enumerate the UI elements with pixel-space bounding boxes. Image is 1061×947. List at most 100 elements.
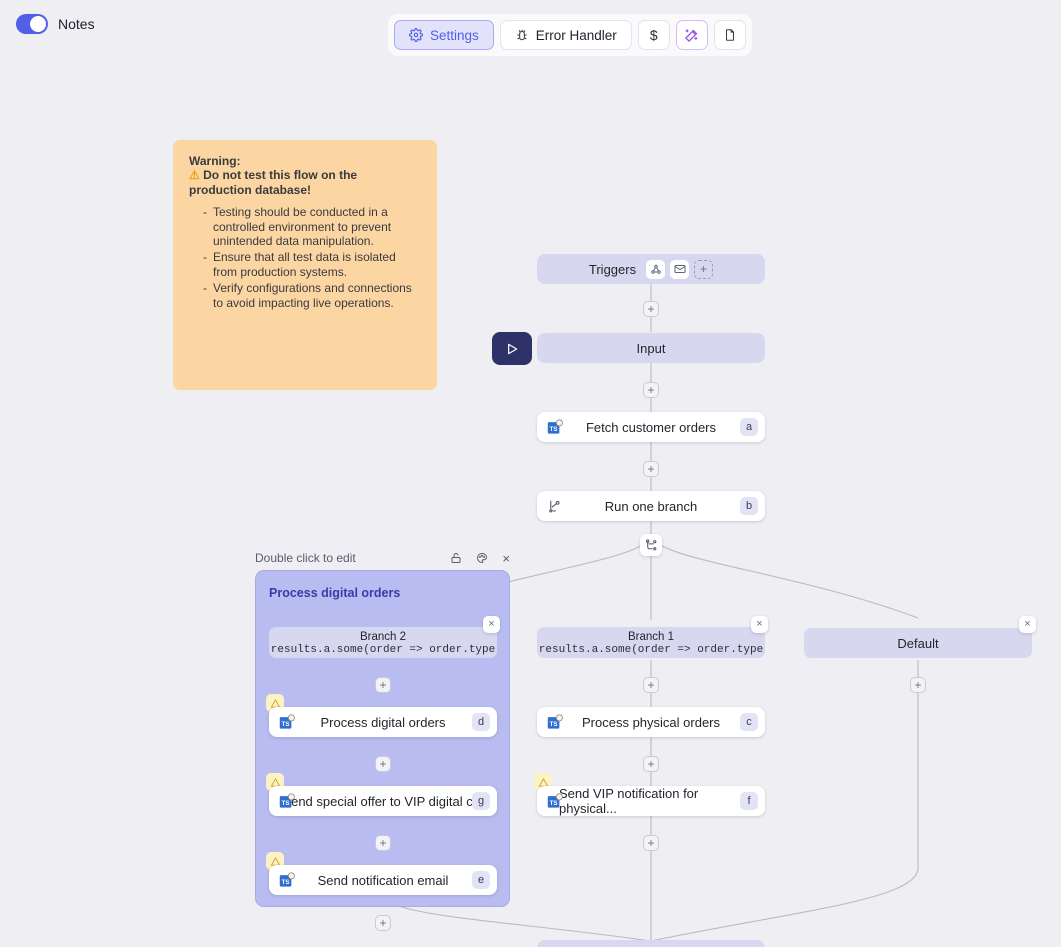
branch-node-default[interactable]: Default	[804, 628, 1032, 658]
top-toolbar: Notes Settings Erro	[0, 0, 1061, 60]
node-label: Fetch customer orders	[585, 419, 717, 435]
input-label: Input	[636, 340, 666, 356]
toggle-knob	[30, 16, 46, 32]
lock-icon[interactable]	[450, 552, 462, 564]
email-icon[interactable]	[670, 259, 690, 279]
remove-branch-button[interactable]: ×	[1019, 616, 1036, 633]
node-label: Process digital orders	[320, 714, 446, 730]
node-fetch-customer-orders[interactable]: TS Fetch customer orders a	[537, 412, 765, 442]
node-send-special-offer[interactable]: TS Send special offer to VIP digital c..…	[269, 786, 497, 816]
branch-splitter-icon[interactable]	[640, 534, 662, 556]
node-badge: b	[740, 497, 758, 515]
typescript-icon: TS	[279, 713, 296, 731]
node-bottom-partial[interactable]	[537, 940, 765, 947]
magic-wand-button[interactable]	[675, 20, 708, 50]
node-label: Send special offer to VIP digital c...	[282, 793, 484, 809]
add-node-button[interactable]: +	[643, 677, 659, 693]
settings-button[interactable]: Settings	[394, 20, 494, 50]
note-title: Warning:	[189, 154, 241, 168]
svg-text:TS: TS	[550, 720, 558, 727]
add-node-button[interactable]: +	[643, 835, 659, 851]
remove-branch-button[interactable]: ×	[751, 616, 768, 633]
add-node-button[interactable]: +	[643, 301, 659, 317]
add-node-button[interactable]: +	[643, 756, 659, 772]
node-badge: f	[740, 792, 758, 810]
input-node[interactable]: Input	[537, 333, 765, 363]
svg-text:TS: TS	[550, 425, 558, 432]
note-headline: Do not test this flow on the production …	[189, 168, 358, 197]
add-node-button[interactable]: +	[375, 677, 391, 693]
branch-expression: results.a.some(order => order.type	[270, 643, 496, 656]
list-item: Ensure that all test data is isolated fr…	[203, 250, 421, 279]
group-title: Process digital orders	[269, 586, 401, 600]
typescript-icon: TS	[547, 792, 564, 810]
node-label: Run one branch	[604, 498, 698, 514]
file-icon	[723, 28, 737, 42]
node-badge: a	[740, 418, 758, 436]
node-label: Process physical orders	[582, 714, 720, 730]
magic-wand-icon	[684, 28, 699, 43]
node-label: Send VIP notification for physical...	[559, 786, 699, 816]
dollar-icon: $	[649, 27, 658, 43]
note-bullet-list: Testing should be conducted in a control…	[189, 205, 421, 310]
group-container-digital-orders[interactable]	[255, 570, 510, 907]
list-item: Testing should be conducted in a control…	[203, 205, 421, 248]
warning-glyph-icon: ⚠	[189, 168, 200, 183]
error-handler-button[interactable]: Error Handler	[499, 20, 632, 50]
bug-icon	[515, 28, 529, 42]
typescript-icon: TS	[547, 713, 564, 731]
add-node-button[interactable]: +	[375, 835, 391, 851]
add-node-button[interactable]: +	[910, 677, 926, 693]
typescript-icon: TS	[279, 792, 296, 810]
toolbar-button-group: Settings Error Handler $	[388, 14, 752, 56]
cost-button[interactable]: $	[637, 20, 670, 50]
add-node-button[interactable]: +	[375, 756, 391, 772]
webhook-icon[interactable]	[646, 259, 666, 279]
add-node-button[interactable]: +	[643, 461, 659, 477]
node-send-vip-notification-physical[interactable]: TS Send VIP notification for physical...…	[537, 786, 765, 816]
branch-title: Default	[897, 635, 939, 651]
settings-button-label: Settings	[430, 27, 479, 43]
branch-title: Branch 1	[627, 630, 675, 643]
triggers-label: Triggers	[588, 261, 637, 277]
add-node-button[interactable]: +	[375, 915, 391, 931]
node-process-digital-orders[interactable]: TS Process digital orders d	[269, 707, 497, 737]
node-badge: c	[740, 713, 758, 731]
play-icon	[504, 341, 520, 357]
node-send-notification-email[interactable]: TS Send notification email e	[269, 865, 497, 895]
branch-node-2[interactable]: Branch 2 results.a.some(order => order.t…	[269, 627, 497, 658]
file-button[interactable]	[713, 20, 746, 50]
node-badge: g	[472, 792, 490, 810]
list-item: Verify configurations and connections to…	[203, 281, 421, 310]
svg-text:TS: TS	[282, 799, 290, 806]
add-trigger-button[interactable]: +	[694, 259, 714, 279]
group-header: Double click to edit ×	[255, 551, 510, 565]
remove-branch-button[interactable]: ×	[483, 616, 500, 633]
node-process-physical-orders[interactable]: TS Process physical orders c	[537, 707, 765, 737]
node-badge: e	[472, 871, 490, 889]
node-label: Send notification email	[317, 872, 449, 888]
node-run-one-branch[interactable]: Run one branch b	[537, 491, 765, 521]
typescript-icon: TS	[547, 418, 564, 436]
warning-note[interactable]: Warning: ⚠ Do not test this flow on the …	[173, 140, 437, 390]
triggers-node[interactable]: Triggers +	[537, 254, 765, 284]
svg-text:TS: TS	[282, 720, 290, 727]
close-icon[interactable]: ×	[502, 550, 510, 566]
group-hint: Double click to edit	[255, 551, 356, 565]
svg-text:TS: TS	[550, 799, 558, 806]
branch-icon	[547, 499, 562, 514]
notes-label: Notes	[58, 16, 95, 32]
run-button[interactable]	[492, 332, 532, 365]
add-node-button[interactable]: +	[643, 382, 659, 398]
svg-text:TS: TS	[282, 878, 290, 885]
node-badge: d	[472, 713, 490, 731]
notes-toggle-group[interactable]: Notes	[16, 14, 95, 34]
branch-node-1[interactable]: Branch 1 results.a.some(order => order.t…	[537, 627, 765, 658]
gear-icon	[409, 28, 423, 42]
palette-icon[interactable]	[476, 552, 488, 564]
branch-title: Branch 2	[359, 630, 407, 643]
typescript-icon: TS	[279, 871, 296, 889]
notes-toggle[interactable]	[16, 14, 48, 34]
